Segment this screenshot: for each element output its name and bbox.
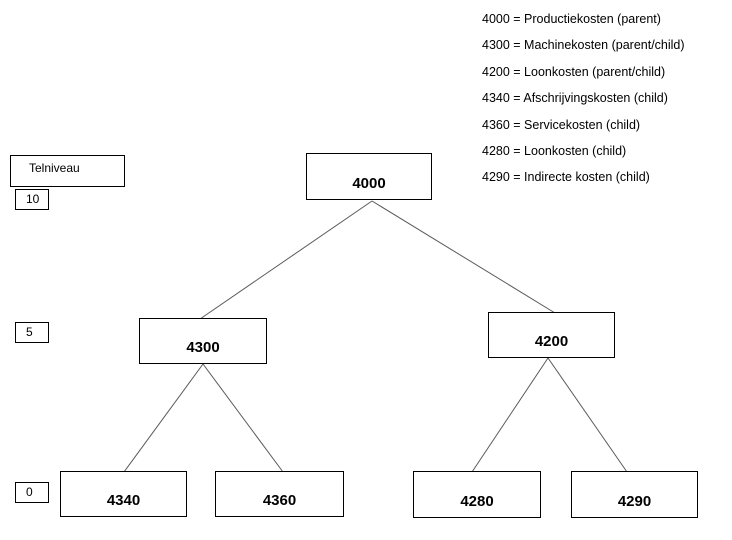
level-0-box: 0 — [15, 482, 49, 503]
legend-item-4290: 4290 = Indirecte kosten (child) — [482, 170, 650, 185]
level-10-box: 10 — [15, 189, 49, 210]
node-4200: 4200 — [488, 312, 615, 358]
node-4290: 4290 — [571, 471, 698, 518]
edge-4000-4200 — [371, 200, 556, 314]
node-4360: 4360 — [215, 471, 344, 517]
legend-item-4280: 4280 = Loonkosten (child) — [482, 143, 627, 158]
edge-4200-4280 — [471, 357, 549, 473]
edge-4300-4340 — [123, 363, 204, 473]
edge-4200-4290 — [547, 357, 628, 473]
legend-item-4200: 4200 = Loonkosten (parent/child) — [482, 64, 666, 79]
node-label: 4290 — [617, 493, 652, 510]
node-label: 4280 — [460, 493, 494, 510]
node-4000: 4000 — [306, 153, 432, 200]
edge-4000-4300 — [199, 200, 373, 320]
node-4300: 4300 — [139, 318, 267, 364]
node-label: 4340 — [106, 492, 141, 509]
legend-item-4340: 4340 = Afschrijvingskosten (child) — [482, 91, 668, 106]
legend-item-4000: 4000 = Productiekosten (parent) — [482, 12, 661, 26]
node-label: 4000 — [352, 175, 386, 192]
node-label: 4200 — [534, 333, 569, 350]
legend-item-4300: 4300 = Machinekosten (parent/child) — [482, 38, 685, 53]
legend: 4000 = Productiekosten (parent) 4300 = M… — [482, 6, 730, 191]
level-5-box: 5 — [15, 322, 49, 343]
legend-item-4360: 4360 = Servicekosten (child) — [482, 117, 641, 132]
node-label: 4300 — [186, 339, 220, 356]
node-4280: 4280 — [413, 471, 541, 518]
node-4340: 4340 — [60, 471, 187, 517]
node-label: 4360 — [262, 492, 297, 509]
edge-4300-4360 — [202, 363, 284, 473]
level-axis-title: Telniveau — [10, 155, 125, 187]
